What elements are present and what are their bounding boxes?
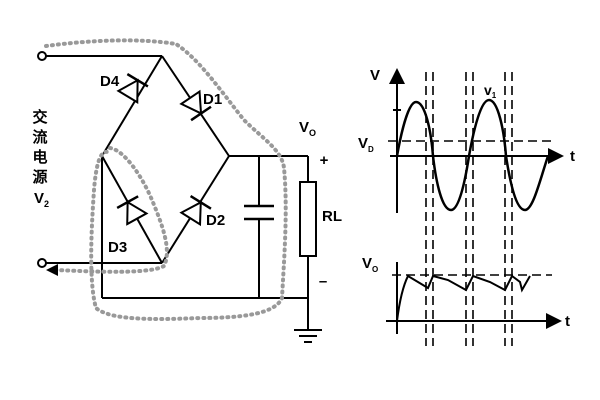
- output-voltage-label: VO: [299, 119, 316, 138]
- input-terminal-top: [37, 51, 47, 61]
- current-arrow-icon: [46, 264, 58, 276]
- input-sine-wave: [395, 98, 550, 212]
- positive-sign: +: [320, 152, 329, 169]
- bottom-plot-y-sub: O: [372, 265, 378, 274]
- diode-drop-sub: D: [368, 145, 374, 154]
- diode-d2-symbol: [179, 194, 212, 227]
- source-label-line-4: 源: [32, 168, 47, 186]
- top-plot-x-label: t: [570, 148, 575, 165]
- source-voltage-label: V2: [34, 190, 49, 209]
- diode-d1-symbol: [179, 89, 212, 122]
- negative-sign: –: [319, 273, 327, 290]
- diode-d3-symbol: [116, 195, 149, 226]
- diode-drop-main: V: [358, 135, 368, 152]
- input-wave-main: v: [484, 82, 492, 98]
- bottom-plot-y-label: VO: [362, 255, 378, 274]
- diode-drop-label: VD: [358, 135, 374, 154]
- output-ripple-wave: [396, 274, 531, 322]
- source-voltage-sub: 2: [44, 199, 49, 209]
- current-path-outer: [44, 38, 288, 321]
- output-voltage-main: V: [299, 119, 309, 136]
- source-label-line-2: 流: [32, 128, 47, 146]
- diode-d1-label: D1: [203, 91, 222, 108]
- diode-d4-label: D4: [100, 73, 120, 90]
- output-voltage-sub: O: [309, 128, 316, 138]
- diode-d4-symbol: [116, 73, 149, 104]
- bottom-plot-x-label: t: [565, 313, 570, 330]
- load-label: RL: [322, 208, 342, 225]
- bridge-arm-d4: [101, 55, 163, 157]
- ground-symbol: [294, 329, 322, 343]
- source-label-line-1: 交: [32, 108, 47, 126]
- waveform-plots: V t v1 VD VO t: [358, 67, 575, 346]
- current-path-inner: [54, 146, 169, 274]
- source-label-line-3: 电: [32, 148, 47, 166]
- input-wave-label: v1: [484, 82, 497, 100]
- bridge-circuit: 交 流 电 源 V2 D4 D1 D3 D2 VO + – RL: [32, 38, 342, 343]
- top-plot-y-label: V: [370, 67, 380, 84]
- bottom-plot-y-main: V: [362, 255, 372, 272]
- source-voltage-main: V: [34, 190, 44, 207]
- input-wave-sub: 1: [492, 91, 497, 100]
- filter-capacitor: [244, 156, 274, 298]
- diode-d2-label: D2: [206, 212, 225, 229]
- load-resistor: [299, 156, 317, 330]
- diode-d3-label: D3: [108, 239, 127, 256]
- input-terminal-bottom: [37, 258, 47, 268]
